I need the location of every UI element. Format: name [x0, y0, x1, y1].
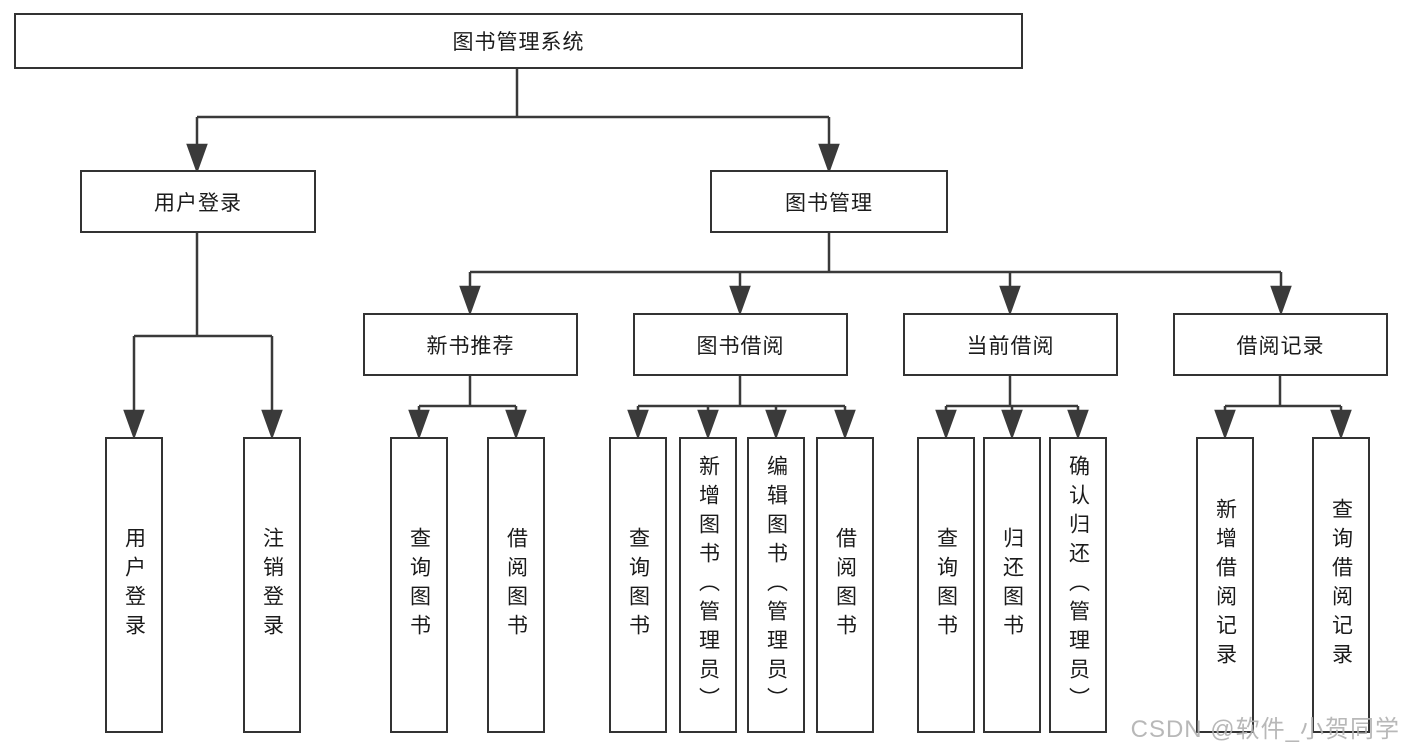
node-label: 用户登录 [154, 191, 242, 215]
node-label: 查询图书 [934, 527, 958, 643]
node-book-management: 图书管理 [710, 170, 948, 233]
node-label: 确认归还（管理员） [1066, 454, 1090, 716]
node-borrowing-records: 借阅记录 [1173, 313, 1388, 376]
node-label: 图书管理 [785, 191, 873, 215]
leaf-query-books-newrec: 查询图书 [390, 437, 448, 733]
leaf-borrow-books-newrec: 借阅图书 [487, 437, 545, 733]
node-label: 图书管理系统 [452, 31, 585, 54]
node-current-borrowing: 当前借阅 [903, 313, 1118, 376]
node-library-management-system: 图书管理系统 [14, 13, 1023, 69]
node-label: 注销登录 [260, 527, 284, 643]
leaf-confirm-return-admin: 确认归还（管理员） [1049, 437, 1107, 733]
leaf-query-books-current: 查询图书 [917, 437, 975, 733]
node-new-book-recommend: 新书推荐 [363, 313, 578, 376]
node-label: 归还图书 [1000, 527, 1024, 643]
node-book-borrowing: 图书借阅 [633, 313, 848, 376]
node-user-login: 用户登录 [80, 170, 316, 233]
node-label: 编辑图书（管理员） [764, 454, 788, 716]
leaf-borrow-books-borrow: 借阅图书 [816, 437, 874, 733]
node-label: 图书借阅 [696, 334, 785, 358]
csdn-watermark: CSDN @软件_小贺同学 [1130, 716, 1400, 743]
leaf-add-borrow-record: 新增借阅记录 [1196, 437, 1254, 733]
leaf-query-books-borrow: 查询图书 [609, 437, 667, 733]
node-label: 新增图书（管理员） [696, 454, 720, 716]
node-label: 查询图书 [407, 527, 431, 643]
leaf-logout: 注销登录 [243, 437, 301, 733]
node-label: 查询图书 [626, 527, 650, 643]
leaf-return-books: 归还图书 [983, 437, 1041, 733]
node-label: 借阅图书 [504, 527, 528, 643]
node-label: 借阅记录 [1236, 334, 1325, 358]
leaf-query-borrow-record: 查询借阅记录 [1312, 437, 1370, 733]
leaf-user-login: 用户登录 [105, 437, 163, 733]
node-label: 查询借阅记录 [1329, 498, 1353, 672]
node-label: 用户登录 [122, 527, 146, 643]
node-label: 新书推荐 [426, 334, 515, 358]
node-label: 借阅图书 [833, 527, 857, 643]
node-label: 新增借阅记录 [1213, 498, 1237, 672]
leaf-add-books-admin: 新增图书（管理员） [679, 437, 737, 733]
leaf-edit-books-admin: 编辑图书（管理员） [747, 437, 805, 733]
node-label: 当前借阅 [966, 334, 1055, 358]
